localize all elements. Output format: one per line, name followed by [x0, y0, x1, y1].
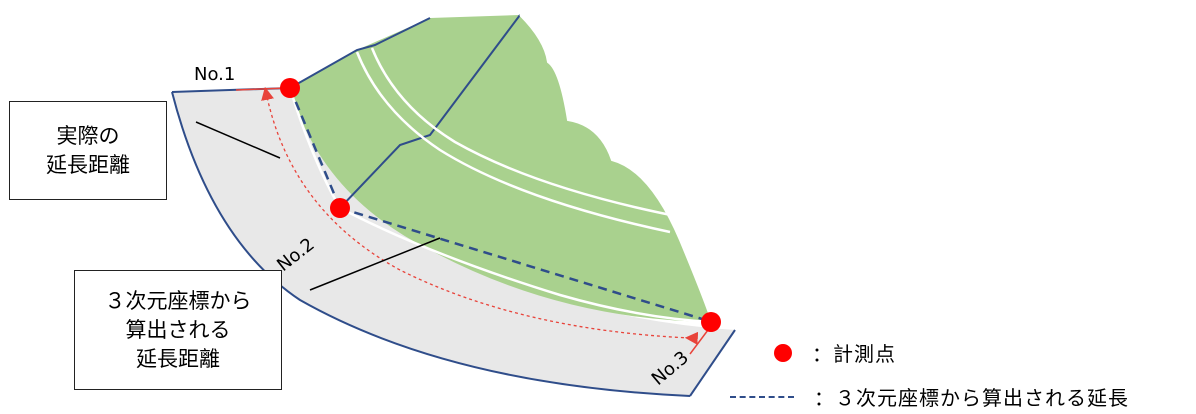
no3-tick [689, 329, 709, 355]
road-end-edge [689, 329, 736, 397]
legend-measure-point: ：計測点 [774, 338, 896, 367]
measure-point-no1 [280, 78, 300, 98]
actual-callout-line1: 実際の [56, 123, 120, 148]
legend-dash-text: ：３次元座標から算出される延長 [814, 386, 1129, 410]
legend-point-text: ：計測点 [812, 342, 896, 366]
red-dot-icon [774, 343, 792, 362]
legend-dashed-line: ：３次元座標から算出される延長 [730, 382, 1129, 411]
no1-tick [235, 87, 289, 91]
calc-callout-line2: 算出される [125, 317, 231, 342]
calc-callout-line1: ３次元座標から [104, 288, 252, 313]
leader-actual [195, 121, 281, 159]
actual-distance-arrow [261, 86, 699, 345]
leader-3d [309, 237, 441, 291]
label-no1: No.1 [194, 64, 235, 85]
actual-distance-callout: 実際の 延長距離 [9, 101, 167, 200]
measure-point-no2 [330, 198, 350, 218]
measure-point-no3 [701, 312, 721, 332]
calc-callout-line3: 延長距離 [136, 346, 220, 371]
actual-callout-line2: 延長距離 [46, 152, 130, 177]
slope-top-edge [289, 17, 431, 89]
calculated-distance-callout: ３次元座標から 算出される 延長距離 [74, 270, 282, 390]
dashed-line-icon [730, 395, 794, 398]
